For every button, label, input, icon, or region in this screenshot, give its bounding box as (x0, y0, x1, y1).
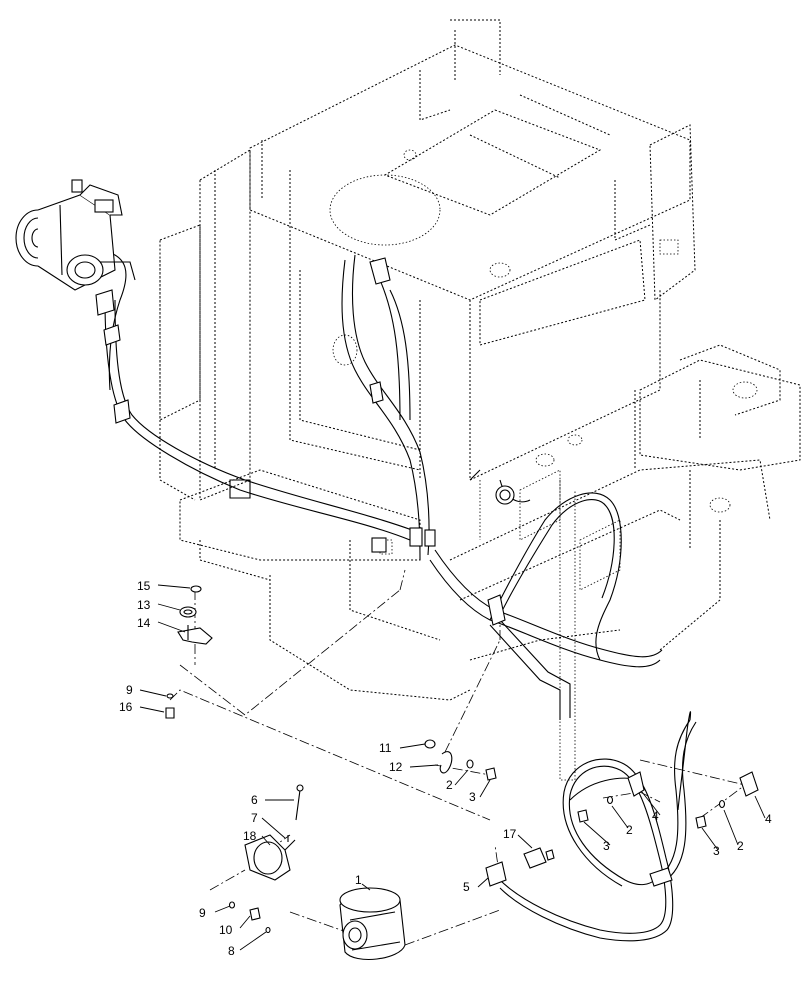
hose-routing (99, 249, 663, 720)
callout-12: 12 (389, 760, 403, 774)
callout-labels: 15 13 14 9 16 11 12 2 3 6 7 18 1 9 10 8 … (119, 579, 772, 958)
bolt-3a (485, 767, 497, 781)
callout-4: 4 (652, 809, 659, 823)
nut-11 (424, 739, 436, 749)
callout-3-b: 3 (603, 839, 610, 853)
bolt-3c (695, 815, 707, 829)
refrigerant-hose-assembly (485, 711, 759, 942)
callout-17: 17 (503, 827, 517, 841)
callout-6: 6 (251, 793, 258, 807)
washer-9a (166, 693, 174, 699)
clamp-hardware-mid (424, 739, 497, 781)
callout-9: 9 (126, 683, 133, 697)
bolt-16 (165, 707, 175, 719)
callout-7: 7 (251, 811, 258, 825)
washer-2b (606, 795, 614, 805)
callout-18: 18 (243, 829, 257, 843)
callout-16: 16 (119, 700, 133, 714)
cab-frame (159, 19, 801, 781)
callout-2: 2 (446, 778, 453, 792)
callout-14: 14 (137, 616, 151, 630)
washer-2c (718, 799, 726, 809)
nut-15 (190, 585, 202, 593)
callout-5: 5 (463, 880, 470, 894)
callout-9-b: 9 (199, 906, 206, 920)
washer-2a (466, 759, 474, 769)
callout-10: 10 (219, 923, 233, 937)
bolt-3b (577, 809, 589, 823)
callout-8: 8 (228, 944, 235, 958)
washer-9b (228, 901, 236, 909)
callout-3: 3 (469, 790, 476, 804)
callout-2-b: 2 (626, 823, 633, 837)
screw-8 (265, 926, 271, 934)
callout-2-c: 2 (737, 839, 744, 853)
clamp-4b (739, 771, 759, 797)
callout-15: 15 (137, 579, 151, 593)
bracket-14 (177, 627, 213, 645)
clamp-4a (627, 771, 645, 797)
hose-fitting-5 (485, 861, 507, 887)
callout-13: 13 (137, 598, 151, 612)
left-bracket-hardware (165, 585, 213, 719)
callout-3-c: 3 (713, 844, 720, 858)
valve-core-17 (523, 847, 547, 869)
callout-11: 11 (379, 741, 392, 755)
clamp-12 (439, 751, 453, 774)
callout-1: 1 (355, 873, 362, 887)
receiver-dryer-group (228, 784, 406, 960)
bolt-6 (295, 789, 301, 821)
callout-4-b: 4 (765, 812, 772, 826)
nut-10 (249, 907, 261, 921)
callout-leaders (139, 584, 766, 951)
ac-compressor (15, 179, 136, 424)
assembly-centerlines (169, 569, 746, 946)
